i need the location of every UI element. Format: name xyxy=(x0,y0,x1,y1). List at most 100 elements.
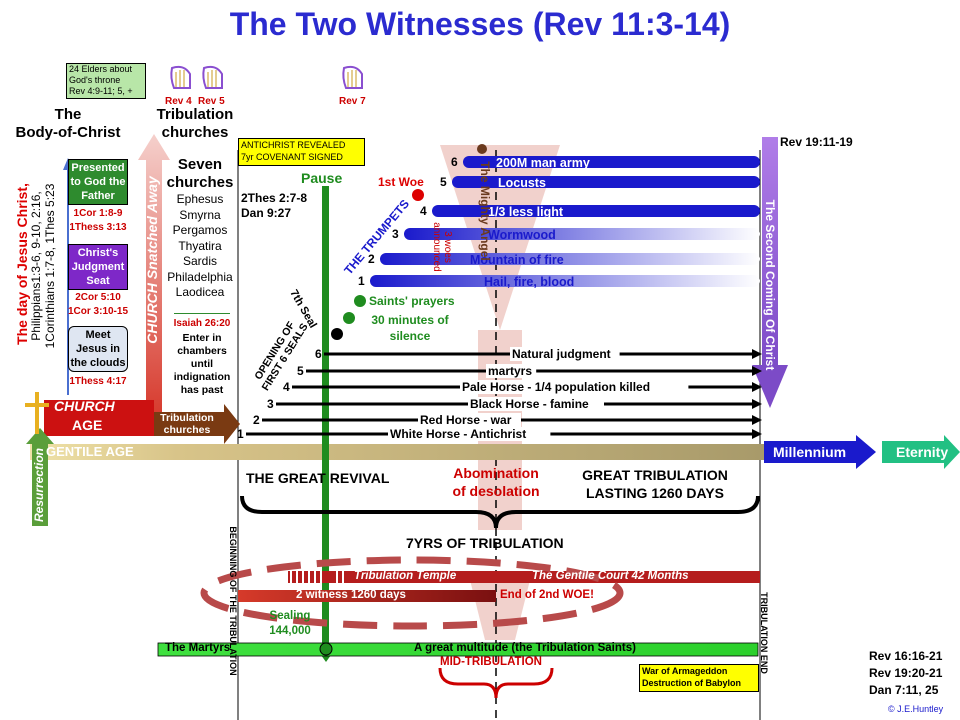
silence-label: 30 minutes of silence xyxy=(355,312,465,344)
great-revival-label: THE GREAT REVIVAL xyxy=(246,470,390,486)
seal-number: 5 xyxy=(297,364,304,378)
isaiah-rule xyxy=(174,313,230,314)
trumpet-number: 1 xyxy=(358,274,365,288)
seven-churches-heading: Seven churches xyxy=(160,156,240,192)
right-ref: Rev 16:16-21 xyxy=(869,649,943,663)
pause-label: Pause xyxy=(301,170,343,186)
church-age-block xyxy=(44,400,154,436)
isaiah-line: Enter in xyxy=(182,332,222,344)
temple-stripes xyxy=(290,571,344,583)
isaiah-line: until xyxy=(190,358,214,370)
multitude-label: A great multitude (the Tribulation Saint… xyxy=(414,642,636,654)
presented-ref-1: 1Cor 1:8-9 xyxy=(73,208,123,219)
mighty-angel-dot xyxy=(477,144,487,154)
end-woe-label: End of 2nd WOE! xyxy=(500,589,594,601)
seal-number: 6 xyxy=(315,347,322,361)
trib-heading: Tribulation churches xyxy=(148,106,242,142)
page-title: The Two Witnesses (Rev 11:3-14) xyxy=(229,6,731,42)
mighty-angel-label: The Mighty Angel xyxy=(478,161,492,261)
trumpet-number: 3 xyxy=(392,227,399,241)
meet-line: the clouds xyxy=(70,357,126,369)
trumpet-bar xyxy=(370,275,760,287)
armageddon-line: War of Armageddon xyxy=(642,666,728,676)
martyrs-label: The Martyrs xyxy=(165,642,231,654)
harp-icon xyxy=(170,65,191,89)
trumpet-label: Hail, fire, blood xyxy=(484,275,574,289)
seal-arrowhead xyxy=(752,382,762,392)
day-refs-2: 1Corinthians 1:7-8, 1Thes 5:23 xyxy=(43,183,57,349)
two-witness-bar xyxy=(238,590,496,602)
body-heading-line: Body-of-Christ xyxy=(15,124,121,141)
martyrs-dot xyxy=(319,642,333,656)
abomination-line: Abomination xyxy=(453,465,539,481)
presented-line: Father xyxy=(81,190,115,202)
silence-dot xyxy=(343,312,355,324)
seal-arrowhead xyxy=(752,415,762,425)
cross-vertical xyxy=(35,392,39,434)
body-heading: The Body-of-Christ xyxy=(6,106,130,142)
judgment-line: Christ's xyxy=(77,247,119,259)
rev19-ref: Rev 19:11-19 xyxy=(780,135,853,149)
trib-end-label: TRIBULATION END xyxy=(759,592,769,674)
great-trib-line: LASTING 1260 DAYS xyxy=(586,485,724,501)
eternity-label: Eternity xyxy=(896,444,949,460)
copyright: © J.E.Huntley xyxy=(888,704,944,714)
seal-label-bg xyxy=(468,397,604,411)
trumpet-label: 200M man army xyxy=(496,156,590,170)
silence-line: silence xyxy=(389,329,431,343)
armageddon-box: War of Armageddon Destruction of Babylon xyxy=(639,664,759,692)
churches-list: Ephesus Smyrna Pergamos Thyatira Sardis … xyxy=(158,192,242,301)
second-coming-head xyxy=(752,365,788,408)
seal-label: Red Horse - war xyxy=(420,413,512,427)
seal-label: Natural judgment xyxy=(512,347,611,361)
cross-horizontal xyxy=(25,403,49,407)
millennium-arrow xyxy=(764,435,876,469)
judgment-ref-1: 2Cor 5:10 xyxy=(75,292,121,303)
antichrist-line: 7yr COVENANT SIGNED xyxy=(241,152,343,162)
church-name: Thyatira xyxy=(178,238,222,253)
first-woe-label: 1st Woe xyxy=(378,175,424,189)
temple-bar xyxy=(288,571,760,583)
trumpet-number: 2 xyxy=(368,252,375,266)
right-refs: Rev 16:16-21 Rev 19:20-21 Dan 7:11, 25 xyxy=(869,648,942,699)
church-name: Ephesus xyxy=(176,192,224,206)
woes-line: 3 woes xyxy=(442,231,453,263)
right-ref: Rev 19:20-21 xyxy=(869,666,943,680)
seal-label-bg xyxy=(418,413,521,427)
trumpet-number: 6 xyxy=(451,155,458,169)
church-name: Pergamos xyxy=(172,223,228,237)
seal-number: 3 xyxy=(267,397,274,411)
resurrection-head xyxy=(26,428,54,444)
woes-line: announced xyxy=(431,222,442,272)
trumpet-bar xyxy=(452,176,760,188)
isaiah-line: chambers xyxy=(177,345,227,357)
presented-ref-2: 1Thess 3:13 xyxy=(69,222,127,233)
meet-box: Meet Jesus in the clouds xyxy=(68,326,128,372)
abomination-line: of desolation xyxy=(452,483,540,499)
antichrist-box: ANTICHRIST REVEALED 7yr COVENANT SIGNED xyxy=(238,138,365,166)
trumpet-label: Mountain of fire xyxy=(470,253,564,267)
church-name: Philadelphia xyxy=(167,269,233,284)
sealing-line: Sealing xyxy=(269,610,311,622)
antichrist-line: ANTICHRIST REVEALED xyxy=(241,140,346,150)
isaiah-line: has past xyxy=(180,384,224,396)
saints-prayers-dot xyxy=(354,295,366,307)
meet-ref: 1Thess 4:17 xyxy=(69,376,127,387)
second-coming-shaft xyxy=(762,137,778,367)
trumpet-label: Wormwood xyxy=(488,228,556,242)
rev4-label: Rev 4 xyxy=(165,96,192,107)
seal-label: Pale Horse - 1/4 population killed xyxy=(462,380,650,394)
seven-yrs-label: 7YRS OF TRIBULATION xyxy=(406,535,564,551)
abomination-label: Abomination of desolation xyxy=(426,464,566,500)
sealing-line: 144,000 xyxy=(269,625,311,637)
judgment-line: Judgment xyxy=(71,261,125,273)
armageddon-line: Destruction of Babylon xyxy=(642,678,742,688)
rev5-label: Rev 5 xyxy=(198,96,225,107)
age-label: AGE xyxy=(72,417,103,433)
presented-line: to God the xyxy=(70,176,126,188)
seal-label-bg xyxy=(486,364,537,378)
trib-churches-arrow-line: Tribulation xyxy=(160,412,214,424)
trumpet-number: 4 xyxy=(420,204,427,218)
elders-line: 24 Elders about xyxy=(69,64,133,74)
